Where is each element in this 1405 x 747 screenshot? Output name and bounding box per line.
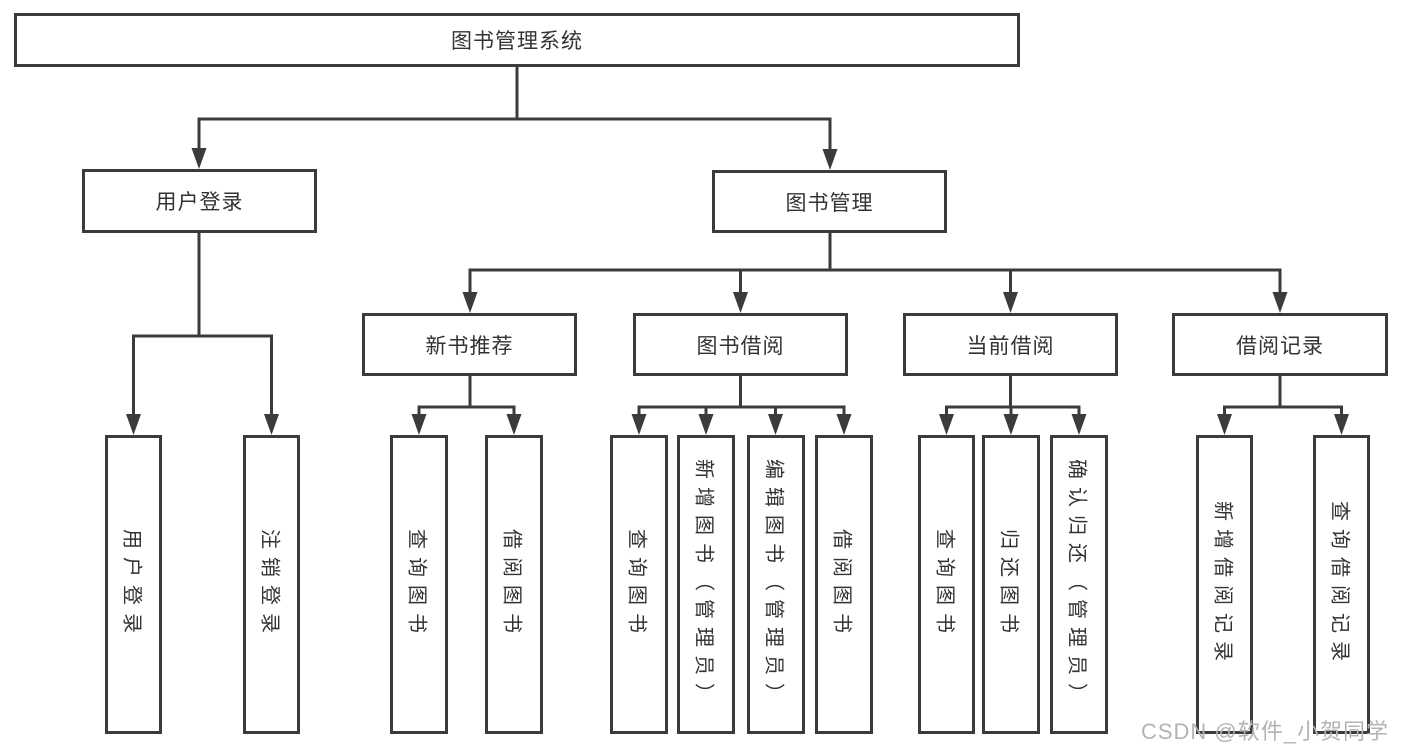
leaf-query-books-borrow: 查询图书 [610,435,668,734]
node-current-borrow: 当前借阅 [903,313,1118,376]
arrow-down-icon [1272,292,1288,313]
arrow-down-icon [1003,414,1019,435]
node-label: 当前借阅 [966,334,1055,358]
arrow-down-icon [1334,414,1349,435]
leaf-query-borrow-record: 查询借阅记录 [1313,435,1370,734]
node-borrow-records: 借阅记录 [1172,313,1388,376]
arrow-down-icon [126,414,141,435]
node-label: 用户登录 [120,528,142,641]
node-book-borrow: 图书借阅 [633,313,848,376]
arrow-down-icon [631,414,647,435]
arrow-down-icon [462,292,478,313]
arrow-down-icon [939,414,954,435]
node-label: 查询借阅记录 [1328,500,1350,669]
node-new-book-recommend: 新书推荐 [362,313,577,376]
arrow-down-icon [1003,292,1018,313]
arrowheads [126,148,1349,435]
arrow-down-icon [191,148,207,169]
node-label: 归还图书 [997,528,1020,641]
csdn-watermark: CSDN @软件_小贺同学 [1140,719,1389,744]
leaf-borrow-books: 借阅图书 [815,435,873,734]
node-label: 查询图书 [933,528,955,641]
node-book-management: 图书管理 [712,170,947,233]
node-label: 借阅记录 [1236,334,1324,358]
arrow-down-icon [1071,414,1087,435]
node-label: 查询图书 [625,528,648,641]
leaf-query-books-current: 查询图书 [918,435,975,734]
leaf-return-book: 归还图书 [982,435,1040,734]
node-label: 用户登录 [155,191,244,214]
arrow-down-icon [733,292,748,313]
arrow-down-icon [768,414,783,435]
node-label: 注销登录 [258,528,280,641]
node-label: 图书借阅 [696,334,785,358]
node-label: 新书推荐 [425,334,514,358]
leaf-borrow-books-recommend: 借阅图书 [485,435,543,734]
node-label: 图书管理 [785,191,874,215]
leaf-add-borrow-record: 新增借阅记录 [1196,435,1253,734]
leaf-edit-book-admin: 编辑图书（管理员） [747,435,805,734]
node-label: 新增图书（管理员） [692,458,715,711]
arrow-down-icon [264,414,279,435]
node-root-system: 图书管理系统 [14,13,1020,67]
node-label: 确认归还（管理员） [1065,458,1088,711]
arrow-down-icon [1217,414,1232,435]
node-label: 新增借阅记录 [1211,500,1233,669]
node-user-login: 用户登录 [82,169,317,233]
node-label: 编辑图书（管理员） [762,458,785,711]
node-label: 查询图书 [405,528,428,641]
node-label: 借阅图书 [830,528,853,641]
leaf-confirm-return-admin: 确认归还（管理员） [1050,435,1108,734]
arrow-down-icon [506,414,522,435]
leaf-user-login: 用户登录 [105,435,162,734]
arrow-down-icon [836,414,852,435]
arrow-down-icon [411,414,427,435]
node-label: 借阅图书 [500,528,523,641]
arrow-down-icon [698,414,714,435]
leaf-query-books-recommend: 查询图书 [390,435,448,734]
node-label: 图书管理系统 [451,30,583,53]
leaf-add-book-admin: 新增图书（管理员） [677,435,735,734]
arrow-down-icon [822,149,838,170]
leaf-logout: 注销登录 [243,435,300,734]
